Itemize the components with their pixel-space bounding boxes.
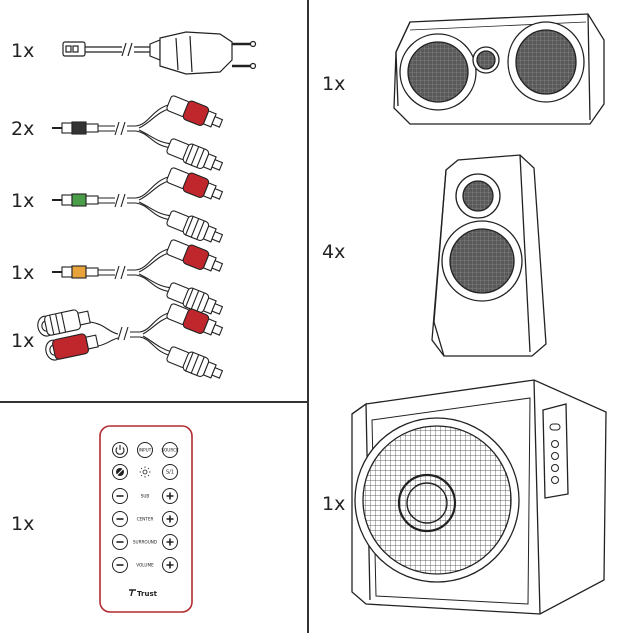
qty-stereo-cable: 2x [11,118,35,140]
subwoofer [351,379,607,615]
remote-brand: Trust [137,590,158,598]
remote-center-label: CENTER [137,517,154,522]
qty-remote: 1x [11,513,35,535]
remote-center-row: CENTER [112,511,178,527]
remote-sub-label: SUB [141,494,150,499]
remote-surround-label: SURROUND [133,540,157,545]
rca-extension-cable [37,303,224,379]
remote-volume-row: VOLUME [112,557,178,573]
mute-icon [116,468,124,476]
center-speaker [393,13,605,125]
qty-subwoofer: 1x [322,493,346,515]
satellite-speaker [431,154,547,357]
vertical-divider [307,0,309,633]
svg-text:S/1: S/1 [166,470,174,476]
qty-center-speaker: 1x [322,73,346,95]
trust-logo: Trust [129,589,158,598]
power-icon [115,445,125,455]
brightness-icon [139,466,151,478]
green-mini-to-rca-cable [52,167,224,243]
remote-sub-row: SUB [112,488,178,504]
qty-satellite-speakers: 4x [322,241,346,263]
remote-input-label: INPUT [139,448,152,453]
reset-icon: S/1 [166,470,174,476]
qty-yellow-cable: 1x [11,262,35,284]
qty-rca-extension: 1x [11,330,35,352]
horizontal-divider [0,401,308,403]
remote-surround-row: SURROUND [112,534,178,550]
remote-source-label: SOURCE [161,448,179,453]
yellow-mini-to-rca-cable [52,239,224,315]
remote-volume-label: VOLUME [136,563,154,568]
remote-control: INPUT SOURCE S/1 SUB CENTER [99,425,193,613]
stereo-mini-to-rca-cable [52,95,224,171]
qty-power-cable: 1x [11,40,35,62]
power-cable [62,31,257,75]
qty-green-cable: 1x [11,190,35,212]
